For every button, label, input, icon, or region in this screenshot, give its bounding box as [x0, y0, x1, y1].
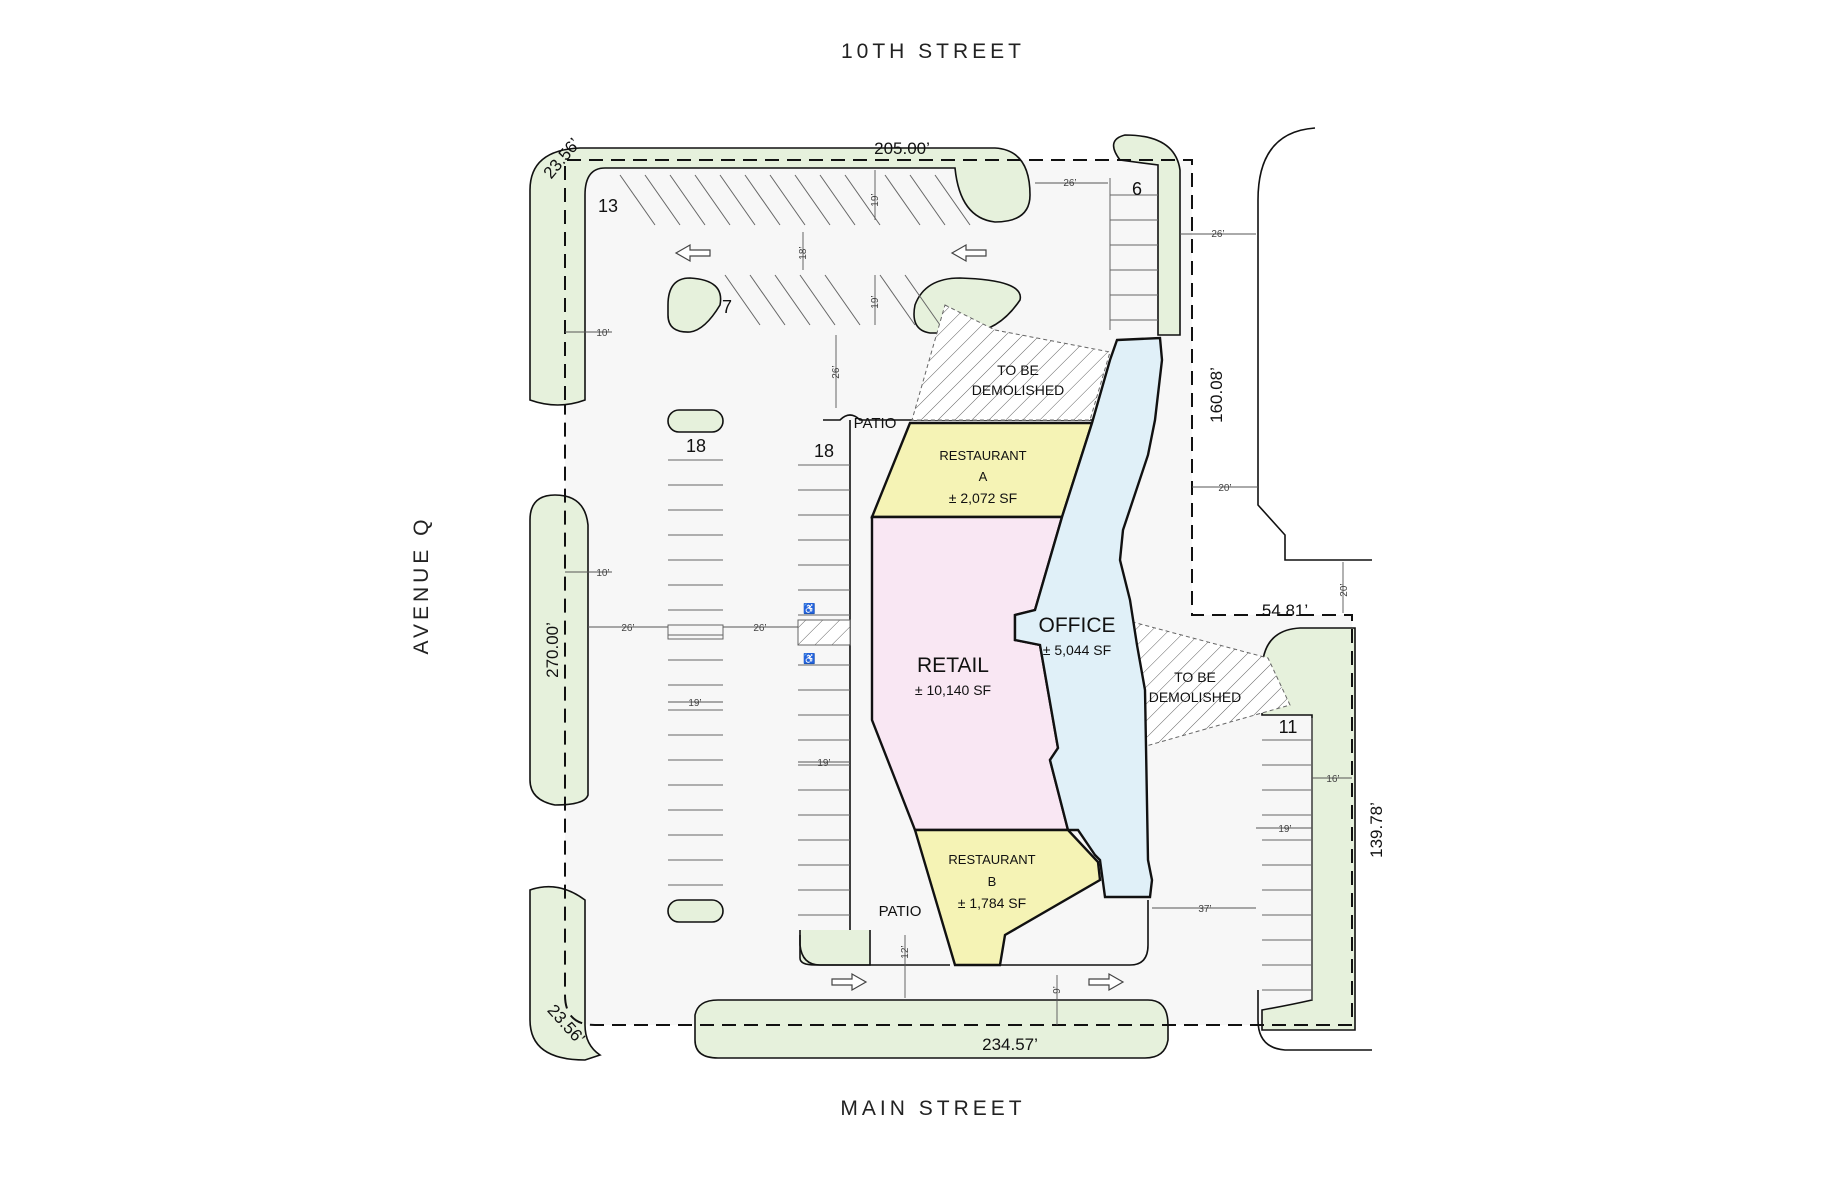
count-north-island: 7	[722, 297, 732, 317]
dim-north: 205.00’	[874, 139, 930, 158]
office-area: ± 5,044 SF	[1043, 642, 1111, 658]
landscape-south-strip	[694, 999, 1169, 1059]
curb-drive-south	[799, 900, 1149, 966]
building-restaurant-b	[913, 828, 1102, 967]
landscape-north-island-a	[667, 277, 722, 333]
accessible-stall-hatch	[797, 619, 851, 646]
street-west: AVENUE Q	[410, 516, 433, 655]
count-north-row: 13	[598, 196, 618, 216]
dim-stall-19-d: 19’	[817, 758, 830, 769]
dim-aisle-18: 18’	[798, 246, 809, 259]
restaurant-b-name: RESTAURANT	[948, 852, 1035, 867]
dim-stall-19-a: 19’	[870, 193, 881, 206]
dimension-lines	[565, 170, 1352, 1025]
dim-setback-9: 9’	[1052, 986, 1063, 994]
landscape-se-corner	[1261, 627, 1356, 1031]
accessible-icon: ♿	[803, 652, 815, 665]
dim-aisle-26-north: 26’	[831, 365, 842, 378]
landscape-ne-corner	[1112, 134, 1181, 336]
dim-aisle-26-west: 26’	[621, 623, 634, 634]
dim-aisle-north-east: 26’	[1063, 178, 1076, 189]
restaurant-b-area: ± 1,784 SF	[958, 895, 1026, 911]
curb-north-aisle	[823, 414, 1092, 421]
count-west-row: 18	[686, 436, 706, 456]
neighbor-curb-south	[1257, 990, 1372, 1051]
landscape-west-middle	[529, 494, 589, 806]
dim-west: 270.00’	[543, 622, 562, 678]
count-southeast: 11	[1279, 717, 1298, 737]
property-line	[564, 159, 1353, 1026]
demolish-north-line1: TO BE	[997, 362, 1039, 378]
dim-south: 234.57’	[982, 1035, 1038, 1054]
dim-drive-37: 37’	[1198, 904, 1211, 915]
dim-alley-20-b: 20’	[1339, 583, 1350, 596]
dim-east-lower: 139.78’	[1367, 802, 1386, 858]
restaurant-a-unit: A	[979, 469, 988, 484]
stalls-center-row: ♿ ♿	[797, 464, 851, 916]
patio-south-label: PATIO	[879, 903, 922, 920]
landscape-center-strip-south	[799, 930, 871, 966]
demolish-north-line2: DEMOLISHED	[972, 382, 1065, 398]
count-northeast: 6	[1132, 179, 1142, 199]
retail-area: ± 10,140 SF	[915, 682, 991, 698]
street-south: MAIN STREET	[840, 1097, 1025, 1120]
neighbor-curb-north	[1257, 127, 1372, 561]
restaurant-a-name: RESTAURANT	[939, 448, 1026, 463]
restaurant-a-area: ± 2,072 SF	[949, 490, 1017, 506]
dim-setback-16: 16’	[1326, 774, 1339, 785]
restaurant-b-unit: B	[988, 874, 997, 889]
stalls-northeast	[1109, 178, 1158, 330]
dim-drive-12: 12’	[900, 945, 911, 958]
landscape-west-island-top	[667, 409, 724, 433]
patio-north-label: PATIO	[854, 415, 897, 432]
dim-east-upper: 160.08’	[1207, 367, 1226, 423]
arrow-left-icon	[950, 243, 987, 263]
demolish-area-north	[911, 304, 1111, 421]
demolish-east-line2: DEMOLISHED	[1149, 689, 1242, 705]
office-name: OFFICE	[1039, 614, 1116, 637]
dim-aisle-26-center: 26’	[753, 623, 766, 634]
building-office	[1013, 336, 1164, 899]
stalls-west-row	[667, 459, 724, 886]
retail-name: RETAIL	[917, 654, 989, 677]
landscape-nw-corner	[529, 147, 1031, 406]
arrow-right-icon	[1088, 972, 1125, 992]
dim-drive-east: 26’	[1211, 229, 1224, 240]
dim-stall-19-c: 19’	[688, 698, 701, 709]
accessible-icon: ♿	[803, 602, 815, 615]
landscape-west-island-bottom	[667, 899, 724, 923]
arrow-right-icon	[831, 972, 868, 992]
dim-alley-20-a: 20’	[1218, 483, 1231, 494]
arrow-left-icon	[674, 243, 711, 263]
dim-stall-19-b: 19’	[870, 295, 881, 308]
stalls-north-angled	[619, 174, 971, 326]
demolish-east-line1: TO BE	[1174, 669, 1216, 685]
dim-setback-10-a: 10’	[596, 328, 609, 339]
dim-setback-10-b: 10’	[596, 568, 609, 579]
dim-east-mid: 54.81’	[1262, 601, 1308, 620]
dim-stall-19-e: 19’	[1278, 824, 1291, 835]
count-center-row: 18	[814, 441, 834, 461]
stalls-southeast	[1262, 718, 1313, 1000]
street-north: 10TH STREET	[841, 40, 1025, 63]
